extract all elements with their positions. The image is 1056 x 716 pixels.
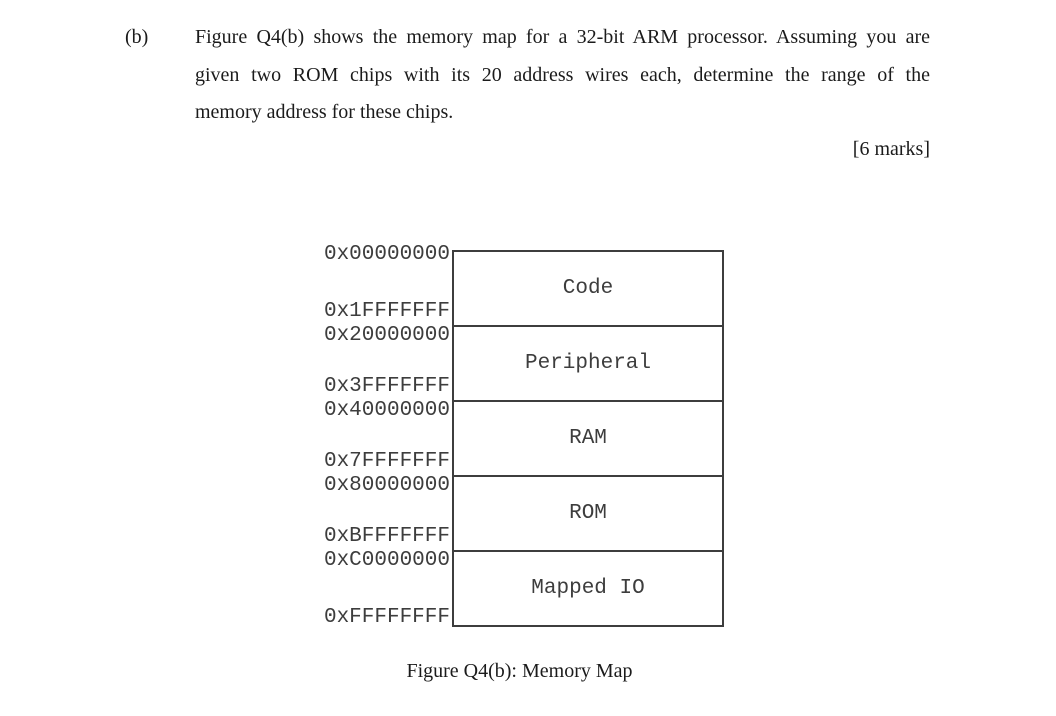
address-label-start: 0x00000000	[323, 243, 450, 266]
address-label-end: 0xBFFFFFFF	[323, 525, 450, 548]
memory-section-mapped-io: Mapped IO	[454, 552, 722, 625]
memory-section-code: Code	[454, 252, 722, 327]
memory-section-name: Mapped IO	[531, 577, 645, 600]
address-label-start: 0x20000000	[323, 324, 450, 347]
address-label-start: 0x40000000	[323, 399, 450, 422]
memory-section-peripheral: Peripheral	[454, 327, 722, 402]
question-text: Figure Q4(b) shows the memory map for a …	[195, 19, 930, 132]
question-line: memory address for these chips.	[195, 101, 454, 123]
memory-section-name: Peripheral	[524, 352, 652, 375]
figure-caption: Figure Q4(b): Memory Map	[406, 660, 633, 682]
question-label: (b)	[125, 26, 149, 48]
memory-section-rom: ROM	[454, 477, 722, 552]
question-block: (b) Figure Q4(b) shows the memory map fo…	[125, 19, 930, 132]
question-line: given two ROM chips with its 20 address …	[195, 63, 930, 86]
memory-section-name: Code	[562, 277, 614, 300]
memory-section-name: RAM	[569, 427, 607, 450]
address-label-end: 0x1FFFFFFF	[323, 300, 450, 323]
memory-section-ram: RAM	[454, 402, 722, 477]
marks-label: [6 marks]	[852, 138, 930, 160]
address-label-end: 0xFFFFFFFF	[323, 606, 450, 629]
address-label-start: 0x80000000	[323, 474, 450, 497]
address-label-end: 0x3FFFFFFF	[323, 375, 450, 398]
address-label-start: 0xC0000000	[323, 549, 450, 572]
address-label-end: 0x7FFFFFFF	[323, 450, 450, 473]
memory-section-name: ROM	[569, 502, 607, 525]
question-line: Figure Q4(b) shows the memory map for a …	[195, 26, 930, 48]
